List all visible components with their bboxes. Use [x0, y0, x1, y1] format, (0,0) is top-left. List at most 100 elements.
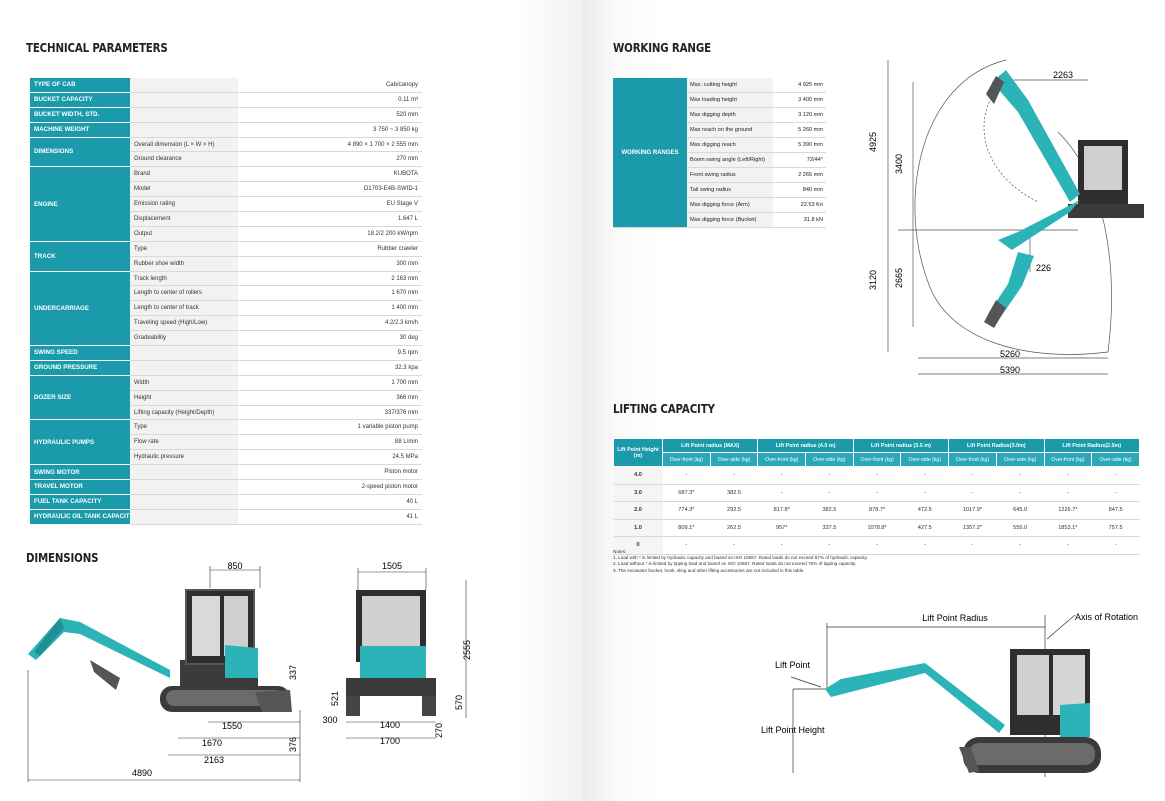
- tech-category: FUEL TANK CAPACITY: [30, 494, 130, 510]
- dim-521-label: 521: [330, 691, 340, 706]
- tech-value: Cab/canopy: [238, 78, 422, 93]
- tech-value: 40 L: [238, 494, 422, 510]
- lift-height-header: Lift Point Height (m): [613, 438, 663, 467]
- working-value: 2 265 mm: [773, 167, 826, 183]
- tech-value: 32.3 kpa: [238, 360, 422, 376]
- tech-category: BUCKET CAPACITY: [30, 92, 130, 108]
- tech-value: 4.2/2.3 km/h: [238, 315, 422, 332]
- working-item: Tail swing radius: [687, 182, 773, 198]
- tech-subitem: Emission rating: [130, 196, 238, 213]
- dim-2163-label: 2163: [204, 755, 224, 765]
- lift-capacity-cell: -: [948, 484, 997, 502]
- tech-subitem: [130, 78, 238, 93]
- tech-value: 1 400 mm: [238, 300, 422, 317]
- tech-category: GROUND PRESSURE: [30, 360, 130, 376]
- dim-270-label: 270: [434, 723, 444, 738]
- lift-capacity-cell: -: [1044, 536, 1092, 555]
- tech-row: Lifting capacity (Height/Depth)337/376 m…: [30, 405, 422, 421]
- dimensions-title: DIMENSIONS: [26, 550, 99, 565]
- working-value: 840 mm: [773, 182, 826, 198]
- lift-capacity-cell: 1226.7*: [1044, 501, 1092, 520]
- lift-capacity-cell: -: [662, 536, 711, 555]
- lift-capacity-cell: 774.3*: [662, 501, 711, 520]
- lift-capacity-cell: -: [805, 484, 854, 502]
- tech-value: 3 750 ~ 3 850 kg: [238, 122, 422, 138]
- dim-1505-label: 1505: [382, 561, 402, 571]
- working-item: Max digging reach: [687, 137, 773, 153]
- lift-height-cell: 4.0: [613, 466, 663, 485]
- lift-height-cell: 3.0: [613, 484, 663, 502]
- working-value: 5 390 mm: [773, 137, 826, 153]
- working-value: 3 120 mm: [773, 107, 826, 123]
- lift-point-label: Lift Point: [775, 660, 811, 670]
- lift-capacity-cell: 817.8*: [757, 501, 806, 520]
- tech-subitem: Output: [130, 226, 238, 242]
- lift-capacity-cell: -: [710, 466, 758, 485]
- tech-category: TRAVEL MOTOR: [30, 479, 130, 495]
- dimensions-front-view: 1505 2555 521 570 300 1400 1700 270: [322, 561, 472, 746]
- tech-subitem: Model: [130, 181, 238, 198]
- over-side-header: Over-side (kg): [709, 452, 759, 467]
- tech-value: 41 L: [238, 509, 422, 525]
- tech-subitem: [130, 494, 238, 510]
- tech-subitem: Type: [130, 241, 238, 257]
- dim-1550-label: 1550: [222, 721, 242, 731]
- wr-3120-label: 3120: [868, 270, 878, 290]
- working-category: WORKING RANGES: [613, 78, 687, 228]
- tech-value: 366 mm: [238, 390, 422, 406]
- tech-value: 270 mm: [238, 151, 422, 168]
- lift-capacity-cell: -: [757, 536, 806, 555]
- wr-226-label: 226: [1036, 263, 1051, 273]
- excavator-working-drawing: [984, 70, 1144, 328]
- working-row: Boom swing angle (Left/Right)72/44°: [613, 152, 826, 168]
- lift-capacity-cell: -: [805, 536, 854, 555]
- tech-subitem: Length to center of rollers: [130, 285, 238, 302]
- tech-category: HYDRAULIC PUMPS: [30, 419, 130, 466]
- lift-capacity-cell: -: [853, 536, 901, 555]
- tech-category: DIMENSIONS: [30, 137, 130, 168]
- excavator-lift-drawing: [825, 649, 1101, 773]
- tech-row: Traveling speed (High/Low)4.2/2.3 km/h: [30, 315, 422, 332]
- lift-capacity-cell: 757.5: [1091, 519, 1140, 537]
- tech-value: 1 700 mm: [238, 375, 422, 391]
- working-row: Max digging force (Arm)22.53 Kn: [613, 197, 826, 213]
- tech-value: 4 890 × 1 700 × 2 555 mm: [238, 137, 422, 153]
- tech-category: UNDERCARRIAGE: [30, 271, 130, 347]
- lift-capacity-cell: -: [948, 466, 997, 485]
- working-row: Max digging force (Bucket)31.8 kN: [613, 212, 826, 228]
- tech-category: ENGINE: [30, 166, 130, 242]
- over-front-header: Over-front (kg): [757, 452, 807, 467]
- wr-3400-label: 3400: [894, 154, 904, 174]
- tech-subitem: [130, 92, 238, 108]
- note-line: Notes:: [613, 549, 627, 554]
- dim-376-label: 376: [288, 737, 298, 752]
- lift-capacity-cell: 847.5: [1091, 501, 1140, 520]
- lift-radius-header: Lift Point radius (4.0 m): [757, 438, 854, 453]
- tech-value: 2 163 mm: [238, 271, 422, 287]
- axis-of-rotation-label: Axis of Rotation: [1075, 612, 1138, 622]
- over-side-header: Over-side (kg): [900, 452, 950, 467]
- tech-value: 9.5 rpm: [238, 345, 422, 361]
- tech-subitem: [130, 345, 238, 361]
- lift-capacity-cell: -: [900, 466, 949, 485]
- wr-2263-label: 2263: [1053, 70, 1073, 80]
- tech-value: Piston motor: [238, 464, 422, 481]
